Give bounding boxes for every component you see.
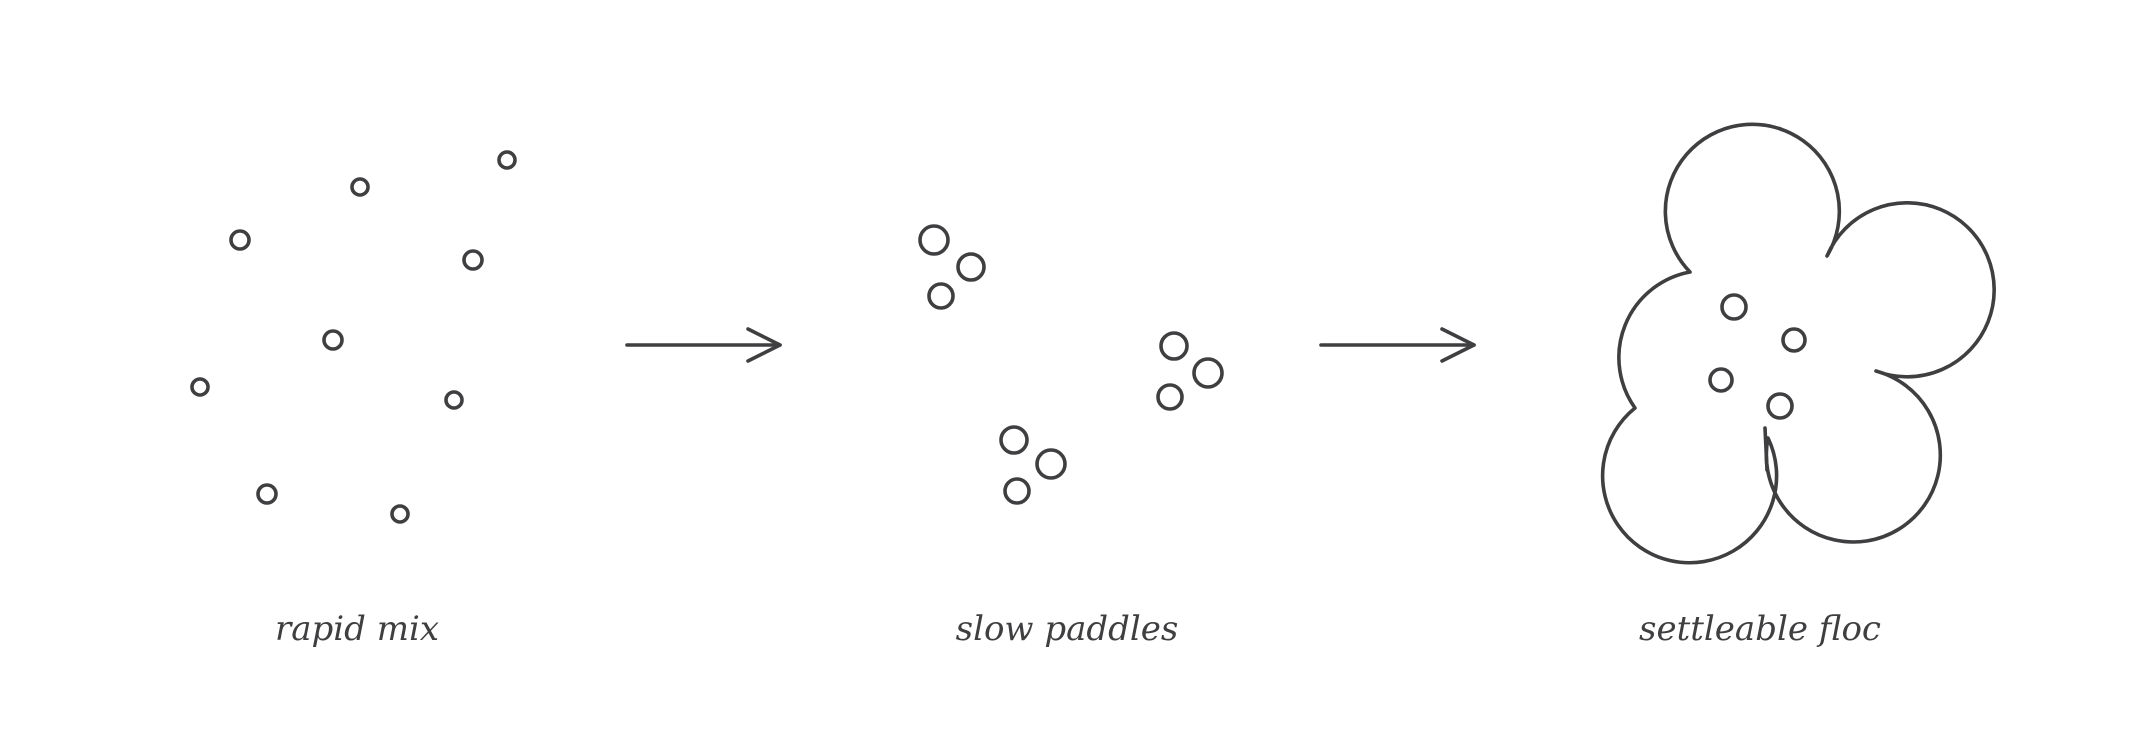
particle	[918, 224, 950, 256]
particle	[1003, 477, 1031, 505]
stage-label-rapid-mix: rapid mix	[275, 609, 439, 649]
stage-slow-paddles: slow paddles	[918, 224, 1224, 649]
particle	[1192, 357, 1224, 389]
particle	[462, 249, 484, 271]
particle	[999, 425, 1029, 455]
arrow-right-icon	[1319, 327, 1476, 363]
particle	[322, 329, 344, 351]
particle	[390, 504, 410, 524]
dispersed-particles	[190, 150, 517, 524]
particle-cluster	[999, 425, 1067, 505]
particle	[190, 377, 210, 397]
floc-outline	[1600, 122, 1996, 565]
stage-settleable-floc: settleable floc	[1600, 122, 1996, 649]
floc-notch	[1763, 426, 1769, 472]
particle	[956, 252, 986, 282]
particle	[1720, 293, 1748, 321]
stage-rapid-mix: rapid mix	[190, 150, 517, 649]
particle	[927, 282, 955, 310]
particle	[1035, 448, 1067, 480]
particle-cluster	[918, 224, 986, 310]
particle	[1781, 327, 1807, 353]
stage-label-settleable-floc: settleable floc	[1639, 609, 1881, 649]
particle	[350, 177, 370, 197]
particle	[256, 483, 278, 505]
particle	[444, 390, 464, 410]
particle	[229, 229, 251, 251]
arrow-right-icon	[625, 327, 782, 363]
floc-particles	[1708, 293, 1807, 420]
particle	[1159, 331, 1189, 361]
particle-cluster	[1156, 331, 1224, 411]
particle	[1708, 367, 1734, 393]
particle	[497, 150, 517, 170]
particle	[1766, 392, 1794, 420]
particle	[1156, 383, 1184, 411]
stage-label-slow-paddles: slow paddles	[956, 609, 1179, 649]
